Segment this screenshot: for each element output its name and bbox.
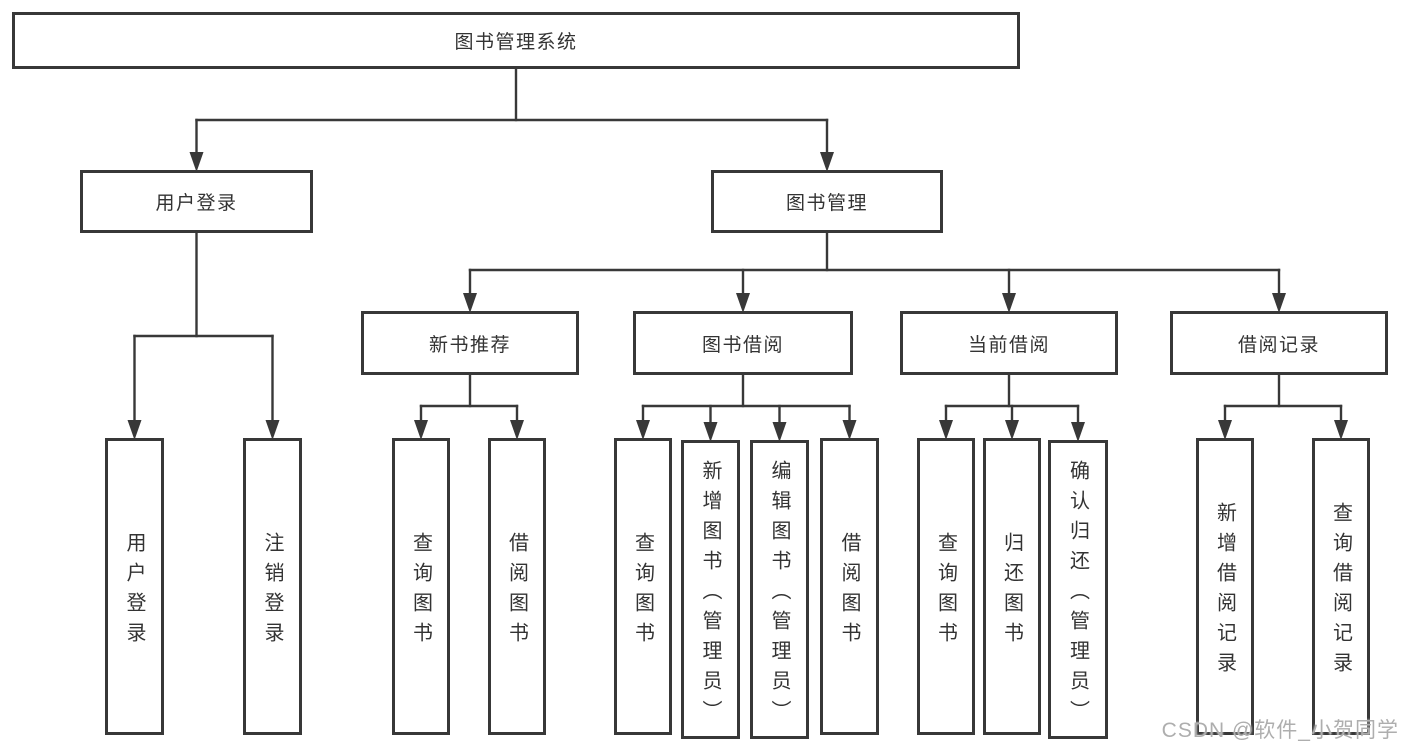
arrowhead-icon	[1334, 420, 1348, 440]
arrowhead-icon	[820, 152, 834, 172]
arrowhead-icon	[189, 152, 204, 172]
node-leaf-logout: 注销登录	[243, 438, 302, 735]
node-borrowing-borrow-book: 借阅图书	[820, 438, 879, 735]
node-book-borrowing: 图书借阅	[633, 311, 853, 375]
node-borrowing-add-book: 新增图书（管理员）	[681, 440, 740, 739]
node-current-borrowing: 当前借阅	[900, 311, 1118, 375]
arrowhead-icon	[414, 420, 428, 440]
arrowhead-icon	[127, 420, 142, 440]
node-label: 新增图书（管理员）	[699, 459, 721, 730]
node-label: 查询图书	[409, 531, 432, 652]
node-recommend-query-book: 查询图书	[392, 438, 450, 735]
node-label: 借阅记录	[1237, 334, 1320, 356]
node-label: 用户登录	[123, 531, 145, 652]
node-new-book-recommend: 新书推荐	[361, 311, 579, 375]
node-book-management: 图书管理	[711, 170, 943, 233]
node-records-add-record: 新增借阅记录	[1196, 438, 1254, 735]
node-label: 确认归还（管理员）	[1066, 459, 1089, 730]
node-label: 当前借阅	[967, 334, 1050, 356]
node-label: 图书管理系统	[454, 32, 578, 53]
node-records-query-record: 查询借阅记录	[1312, 438, 1370, 735]
node-leaf-user-login: 用户登录	[105, 438, 164, 735]
node-label: 查询借阅记录	[1329, 501, 1352, 682]
node-label: 借阅图书	[505, 531, 528, 652]
arrowhead-icon	[772, 422, 787, 442]
node-borrowing-records: 借阅记录	[1170, 311, 1388, 375]
node-label: 查询图书	[934, 531, 957, 652]
node-label: 借阅图书	[838, 531, 860, 652]
watermark-text: CSDN @软件_小贺同学	[1161, 719, 1399, 742]
node-current-query-book: 查询图书	[917, 438, 975, 735]
node-label: 编辑图书（管理员）	[768, 459, 790, 730]
node-current-return-book: 归还图书	[983, 438, 1041, 735]
arrowhead-icon	[1218, 420, 1232, 440]
node-borrowing-edit-book: 编辑图书（管理员）	[750, 440, 809, 739]
arrowhead-icon	[463, 293, 477, 313]
arrowhead-icon	[265, 420, 280, 440]
arrowhead-icon	[736, 293, 750, 313]
arrowhead-icon	[939, 420, 953, 440]
arrowhead-icon	[510, 420, 524, 440]
arrowhead-icon	[1071, 422, 1085, 442]
arrowhead-icon	[1272, 293, 1286, 313]
node-label: 新增借阅记录	[1213, 501, 1236, 682]
node-label: 图书借阅	[701, 334, 784, 356]
node-borrowing-query-book: 查询图书	[614, 438, 672, 735]
node-label: 查询图书	[631, 531, 654, 652]
node-label: 注销登录	[261, 531, 283, 652]
arrowhead-icon	[1005, 420, 1019, 440]
node-label: 归还图书	[1000, 531, 1023, 652]
node-root: 图书管理系统	[12, 12, 1020, 69]
arrowhead-icon	[636, 420, 650, 440]
node-recommend-borrow-book: 借阅图书	[488, 438, 546, 735]
arrowhead-icon	[703, 422, 718, 442]
arrowhead-icon	[842, 420, 857, 440]
node-label: 用户登录	[155, 193, 238, 214]
node-label: 图书管理	[785, 193, 868, 214]
node-current-confirm-return: 确认归还（管理员）	[1048, 440, 1108, 739]
arrowhead-icon	[1002, 293, 1016, 313]
node-label: 新书推荐	[428, 334, 511, 356]
node-user-login: 用户登录	[80, 170, 313, 233]
